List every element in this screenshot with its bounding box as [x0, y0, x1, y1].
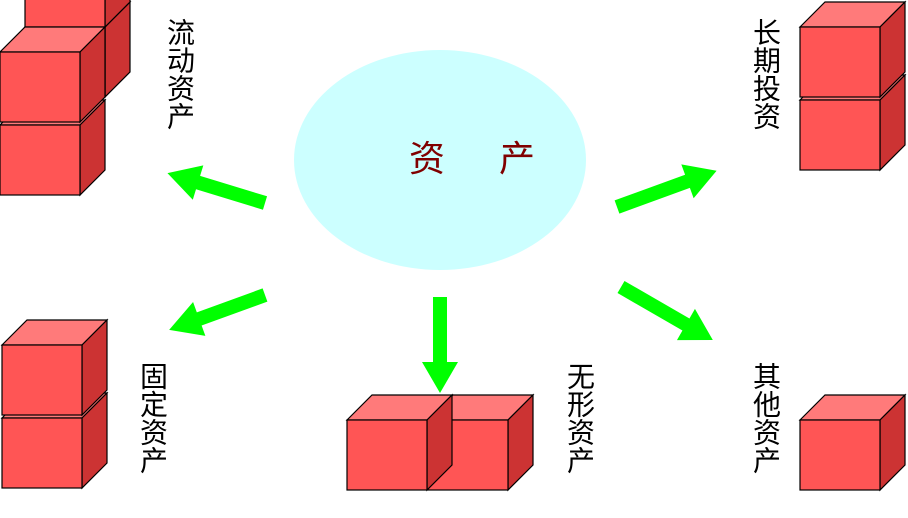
long-term-investment-cube: [799, 1, 906, 171]
other-assets-cube: [799, 394, 906, 491]
arrow-to-current-assets: [167, 165, 268, 210]
label-current-assets: 流动资产: [163, 18, 196, 130]
intangible-assets-cube: [346, 394, 534, 491]
center-ellipse: [294, 50, 586, 270]
label-other-assets: 其他资产: [749, 362, 782, 474]
label-intangible-assets: 无形资产: [563, 362, 596, 474]
fixed-assets-cube: [1, 319, 108, 489]
label-long-term-investment: 长期投资: [749, 18, 782, 130]
arrow-to-intangible-assets: [422, 297, 458, 393]
center-title: 资产: [409, 139, 590, 180]
arrow-to-long-term-investment: [614, 164, 717, 214]
arrow-to-fixed-assets: [169, 288, 268, 336]
arrow-to-other-assets: [617, 280, 713, 341]
current-assets-cube: [0, 0, 131, 196]
label-fixed-assets: 固定资产: [136, 362, 169, 474]
